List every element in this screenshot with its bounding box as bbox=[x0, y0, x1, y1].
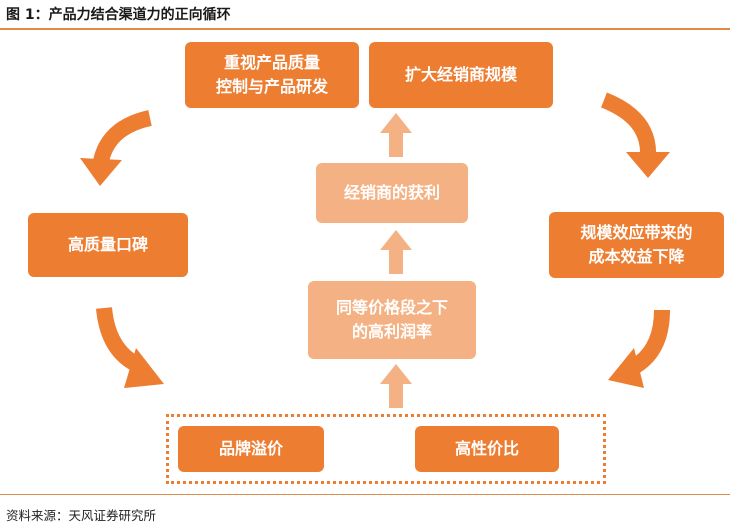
node-value-for-money: 高性价比 bbox=[415, 426, 559, 472]
node-expand-dealers: 扩大经销商规模 bbox=[369, 42, 553, 108]
top-rule bbox=[0, 28, 730, 30]
node-high-margin: 同等价格段之下 的高利润率 bbox=[308, 281, 476, 359]
arrowhead-right-top bbox=[626, 152, 670, 178]
up-arrow-bottom bbox=[380, 364, 412, 408]
up-arrow-middle bbox=[380, 230, 412, 274]
up-arrow-top bbox=[380, 113, 412, 157]
arrowhead-left-top bbox=[80, 158, 122, 186]
curved-arrow-right-top bbox=[600, 92, 657, 157]
node-dealer-profit: 经销商的获利 bbox=[316, 163, 468, 223]
figure-title: 图 1：产品力结合渠道力的正向循环 bbox=[6, 7, 231, 23]
node-brand-premium: 品牌溢价 bbox=[178, 426, 324, 472]
bottom-rule bbox=[0, 494, 730, 495]
node-scale-effect: 规模效应带来的 成本效益下降 bbox=[549, 212, 724, 278]
arrowhead-left-bottom bbox=[124, 348, 164, 388]
node-quality-control: 重视产品质量 控制与产品研发 bbox=[185, 42, 359, 108]
node-reputation: 高质量口碑 bbox=[28, 213, 188, 277]
arrowhead-right-bottom bbox=[608, 348, 644, 388]
bottom-group-frame bbox=[166, 414, 606, 484]
source-note: 资料来源：天风证券研究所 bbox=[6, 508, 157, 523]
